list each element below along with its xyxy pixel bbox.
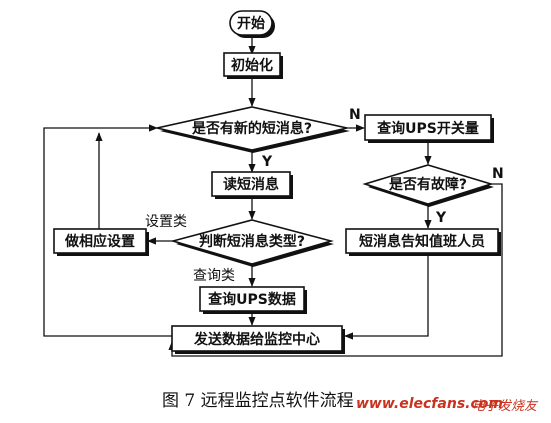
label-new-sms-no: N xyxy=(349,107,361,123)
node-query-ups-data-label: 查询UPS数据 xyxy=(208,291,296,308)
node-do-setting-label: 做相应设置 xyxy=(64,233,135,250)
node-new-sms-decision: 是否有新的短消息? xyxy=(156,106,350,153)
node-query-ups-switch-label: 查询UPS开关量 xyxy=(377,120,479,137)
label-setting-type: 设置类 xyxy=(145,214,187,230)
node-init-label: 初始化 xyxy=(231,57,273,74)
node-query-ups-switch: 查询UPS开关量 xyxy=(364,114,494,143)
node-send-data-label: 发送数据给监控中心 xyxy=(193,331,320,348)
node-new-sms-label: 是否有新的短消息? xyxy=(192,120,312,137)
figure-caption: 图 7 远程监控点软件流程 xyxy=(162,391,354,411)
label-new-sms-yes: Y xyxy=(261,154,273,170)
arrow-notify-send xyxy=(344,253,429,340)
watermark-brand: 电子发烧友 xyxy=(472,399,539,414)
node-start-label: 开始 xyxy=(237,15,265,32)
arrow-send-loop xyxy=(43,124,172,337)
node-do-setting: 做相应设置 xyxy=(53,228,149,256)
node-fault-decision: 是否有故障? xyxy=(362,164,494,207)
label-query-type: 查询类 xyxy=(193,268,235,284)
node-judge-type-label: 判断短消息类型? xyxy=(199,233,305,250)
node-notify-staff: 短消息告知值班人员 xyxy=(345,228,501,256)
node-init: 初始化 xyxy=(223,52,283,79)
label-fault-no: N xyxy=(492,166,504,182)
node-notify-staff-label: 短消息告知值班人员 xyxy=(359,233,485,250)
node-fault-label: 是否有故障? xyxy=(389,176,467,193)
node-read-sms-label: 读短消息 xyxy=(223,176,279,193)
watermark-site: www.elecfans.com xyxy=(356,396,503,412)
node-query-ups-data: 查询UPS数据 xyxy=(199,286,307,314)
label-fault-yes: Y xyxy=(435,210,447,226)
node-read-sms: 读短消息 xyxy=(211,171,293,199)
node-judge-type-decision: 判断短消息类型? xyxy=(170,219,334,267)
node-start: 开始 xyxy=(229,10,275,38)
node-send-data: 发送数据给监控中心 xyxy=(171,325,345,354)
